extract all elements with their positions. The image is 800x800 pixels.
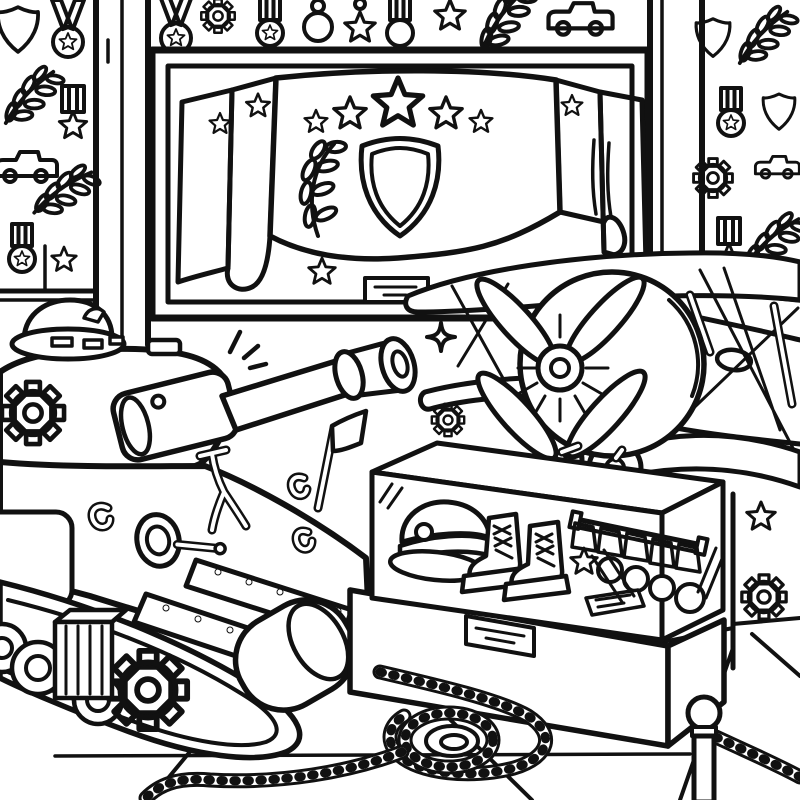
rigging-wires — [450, 266, 800, 454]
gear-icon — [200, 0, 236, 34]
medal-icon — [718, 88, 744, 136]
shield-emblem — [358, 136, 442, 239]
turret-block — [145, 337, 183, 357]
gun-barrel — [219, 336, 418, 433]
rope-coil — [138, 664, 554, 800]
gear-icon — [740, 573, 788, 621]
medal-icon — [385, 0, 415, 48]
display-case — [347, 440, 727, 749]
hatch-latch — [134, 512, 227, 569]
medal-icon — [302, 0, 334, 43]
award-banner — [267, 67, 563, 262]
gun-mantlet — [110, 369, 241, 463]
laurel-icon — [2, 62, 67, 126]
propeller — [474, 274, 648, 462]
pillar-right — [647, 0, 705, 285]
star-icon — [433, 0, 467, 31]
tow-fork — [195, 445, 251, 535]
muzzle-brake — [378, 336, 418, 394]
gear-icon — [430, 402, 466, 438]
medal-icon — [160, 0, 192, 53]
stanchion-post — [691, 733, 717, 800]
medal-icon — [59, 86, 86, 138]
wall-decor-right — [647, 2, 800, 288]
star-icon — [745, 500, 777, 531]
pillar-left — [93, 0, 151, 348]
wheel-struts — [557, 441, 627, 463]
rope-barrier-stanchion — [685, 694, 800, 800]
gear-icon — [692, 157, 734, 199]
radiator-box — [52, 607, 129, 701]
medal-icon — [52, 0, 84, 57]
truck-icon — [549, 3, 613, 35]
banner-left-folds — [175, 75, 279, 292]
flag — [313, 408, 369, 513]
medal — [648, 574, 676, 602]
star-icon — [50, 245, 78, 272]
medal-icon — [9, 224, 35, 272]
wall-decor-top — [160, 0, 613, 53]
hull-hooks — [87, 472, 317, 554]
cupola-hatch — [9, 297, 127, 362]
tank-tracks — [0, 579, 358, 761]
cowling-ring — [667, 298, 700, 398]
laurel-icon — [30, 153, 106, 227]
right-wall-panel-decor — [740, 500, 788, 621]
medal-icon — [257, 0, 283, 46]
base-plaque — [464, 614, 536, 658]
shield-icon — [761, 92, 797, 131]
biplane — [403, 250, 800, 497]
truck-icon — [753, 155, 800, 180]
wall-decor-left — [0, 0, 106, 302]
front-drum — [232, 597, 358, 713]
medal-icon — [345, 0, 375, 41]
laurel-icon — [736, 2, 800, 66]
officer-cap — [387, 499, 495, 583]
sparkle-marks — [227, 329, 269, 371]
sparkle-icon — [425, 321, 457, 353]
truck-icon — [0, 150, 59, 184]
shield-icon — [0, 5, 40, 54]
stanchion-ball — [685, 694, 723, 732]
laurel-wreath — [298, 139, 348, 238]
laurel-icon — [469, 0, 545, 54]
glass-reflections — [378, 482, 726, 604]
tank — [0, 297, 418, 761]
info-card — [584, 588, 646, 617]
combat-boots — [459, 511, 572, 603]
